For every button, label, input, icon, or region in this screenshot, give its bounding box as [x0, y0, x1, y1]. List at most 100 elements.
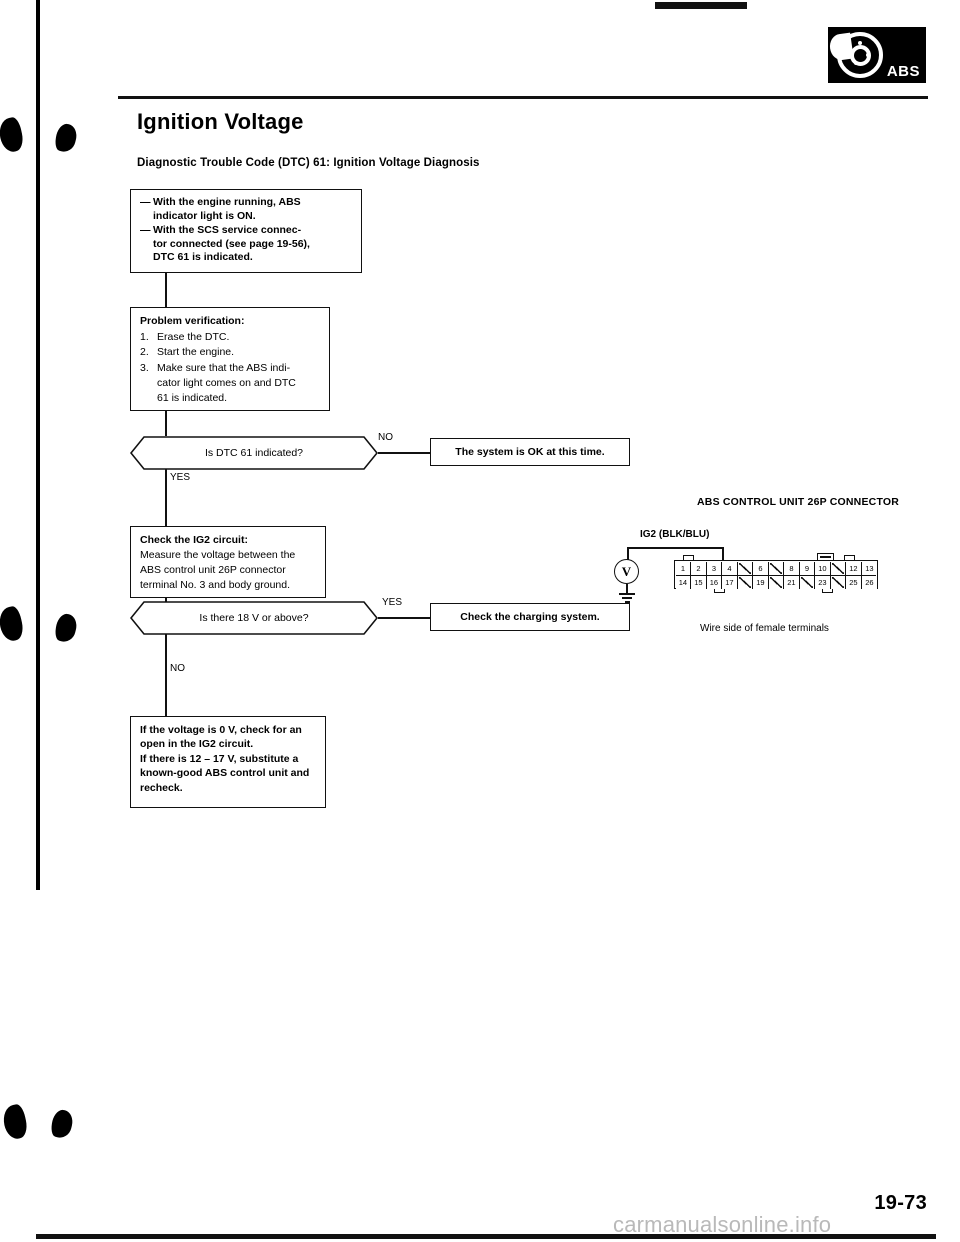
scan-artifact-left-bar-top	[36, 0, 40, 232]
conclusion-line-2: open in the IG2 circuit.	[140, 738, 254, 751]
symptom-line-1b: indicator light is ON.	[153, 209, 256, 222]
pin-cell-empty	[737, 561, 754, 575]
connector-line-symptom-to-verification	[165, 273, 167, 307]
pin-cell-empty	[830, 561, 847, 575]
conclusion-line-4: known-good ABS control unit and	[140, 767, 310, 780]
scan-artifact-blob-mid-left	[0, 605, 26, 643]
step-number: 3.	[140, 361, 149, 374]
ground-bar-1	[619, 593, 635, 595]
scan-artifact-blob-lower-right	[48, 1107, 76, 1141]
pin-cell: 16	[706, 575, 723, 589]
ig2-heading: Check the IG2 circuit:	[140, 534, 248, 546]
decision2-question: Is there 18 V or above?	[199, 612, 309, 624]
page-number: 19-73	[874, 1192, 927, 1214]
result-check-charging-system: Check the charging system.	[430, 603, 630, 631]
connector-lead-down-to-pin3	[722, 547, 724, 561]
pin-cell-empty	[799, 575, 816, 589]
pin-cell: 9	[799, 561, 816, 575]
connector-lead-down-to-meter	[627, 547, 629, 560]
pin-cell: 25	[846, 575, 862, 589]
result-system-ok: The system is OK at this time.	[430, 438, 630, 466]
ig2-line-1: Measure the voltage between the	[140, 548, 296, 561]
pin-cell: 17	[722, 575, 738, 589]
scan-artifact-left-bar-mid	[36, 190, 40, 890]
symptom-line-2c: DTC 61 is indicated.	[153, 251, 253, 264]
conclusion-box: If the voltage is 0 V, check for an open…	[130, 716, 326, 808]
conclusion-line-5: recheck.	[140, 781, 183, 794]
pin-cell: 13	[861, 561, 878, 575]
connector-bottom-row: 14 15 16 17 19 21 23 25 26	[675, 575, 878, 589]
ground-stem	[626, 584, 628, 594]
branch-label-no-1: NO	[378, 432, 393, 443]
header-rule	[118, 96, 928, 99]
pin-cell: 19	[753, 575, 769, 589]
pin-cell: 14	[675, 575, 692, 589]
step-text-cont-1: cator light comes on and DTC	[157, 376, 296, 389]
decision1-question: Is DTC 61 indicated?	[204, 447, 304, 459]
connector-wire-label: IG2 (BLK/BLU)	[640, 529, 710, 540]
voltmeter-icon: V	[614, 559, 639, 584]
pin-cell: 10	[815, 561, 831, 575]
pin-cell: 3	[706, 561, 723, 575]
section-title: Diagnostic Trouble Code (DTC) 61: Igniti…	[137, 157, 480, 169]
connector-line-decision1-yes	[165, 469, 167, 526]
connector-line-decision1-no	[378, 452, 430, 454]
symptom-line-2b: tor connected (see page 19-56),	[153, 237, 310, 250]
branch-label-yes-1: YES	[170, 472, 191, 483]
connector-top-row: 1 2 3 4 6 8 9 10 12 13	[675, 561, 878, 575]
check-ig2-circuit-box: Check the IG2 circuit: Measure the volta…	[130, 526, 326, 598]
footer-rule	[36, 1234, 936, 1239]
problem-verification-box: Problem verification: 1. Erase the DTC. …	[130, 307, 330, 411]
step-number: 1.	[140, 331, 149, 344]
step-text: Erase the DTC.	[157, 331, 230, 344]
step-text: Make sure that the ABS indi-	[157, 361, 291, 374]
pin-cell: 12	[846, 561, 862, 575]
symptom-box: — With the engine running, ABS indicator…	[130, 189, 362, 273]
connector-tab-top-left	[683, 555, 694, 560]
connector-tab-top-center	[817, 553, 834, 560]
ground-bar-3	[624, 601, 630, 603]
pin-cell: 15	[691, 575, 707, 589]
ground-bar-2	[622, 597, 632, 599]
ig2-line-3: terminal No. 3 and body ground.	[140, 578, 291, 591]
result-check-charging-text: Check the charging system.	[460, 611, 600, 623]
branch-label-no-2: NO	[170, 663, 185, 674]
pin-cell-empty	[737, 575, 754, 589]
scan-artifact-blob-lower-left	[0, 1103, 30, 1141]
connector-line-verification-to-decision1	[165, 411, 167, 436]
pin-cell: 1	[675, 561, 692, 575]
pin-cell-empty	[768, 575, 785, 589]
scan-artifact-blob-upper-left	[0, 116, 26, 154]
conclusion-content: If the voltage is 0 V, check for an open…	[140, 723, 316, 795]
connector-lead-horizontal	[627, 547, 724, 549]
symptom-line-2a: With the SCS service connec-	[153, 223, 302, 236]
connector-line-decision2-yes	[378, 617, 430, 619]
voltmeter-assembly: V	[607, 548, 677, 614]
rotor-lug-icon	[854, 61, 858, 65]
pin-cell: 8	[784, 561, 800, 575]
pin-cell: 21	[784, 575, 800, 589]
pin-cell: 2	[691, 561, 707, 575]
decision-is-dtc-61-indicated: Is DTC 61 indicated?	[130, 436, 378, 470]
pin-cell: 6	[753, 561, 769, 575]
connector-tab-bottom-right	[822, 588, 833, 593]
step-text-cont-2: 61 is indicated.	[157, 392, 228, 405]
pin-cell: 4	[722, 561, 738, 575]
verification-list: Problem verification: 1. Erase the DTC. …	[140, 314, 320, 406]
scan-artifact-top-mark	[655, 2, 747, 9]
connector-caption: Wire side of female terminals	[700, 623, 829, 634]
branch-label-yes-2: YES	[382, 597, 403, 608]
watermark: carmanualsonline.info	[613, 1212, 832, 1237]
rotor-lug-icon	[858, 41, 862, 45]
page-title: Ignition Voltage	[137, 109, 304, 134]
pin-cell: 26	[861, 575, 878, 589]
dash-bullet-icon: —	[140, 196, 151, 208]
symptom-list: — With the engine running, ABS indicator…	[140, 196, 352, 265]
connector-line-decision2-no	[165, 634, 167, 716]
hexagon-shape	[130, 436, 378, 470]
connector-title: ABS CONTROL UNIT 26P CONNECTOR	[697, 496, 900, 508]
rotor-lug-icon	[866, 53, 870, 57]
step-number: 2.	[140, 346, 149, 359]
conclusion-line-1: If the voltage is 0 V, check for an	[140, 724, 302, 736]
scan-artifact-blob-mid-right	[52, 611, 80, 645]
